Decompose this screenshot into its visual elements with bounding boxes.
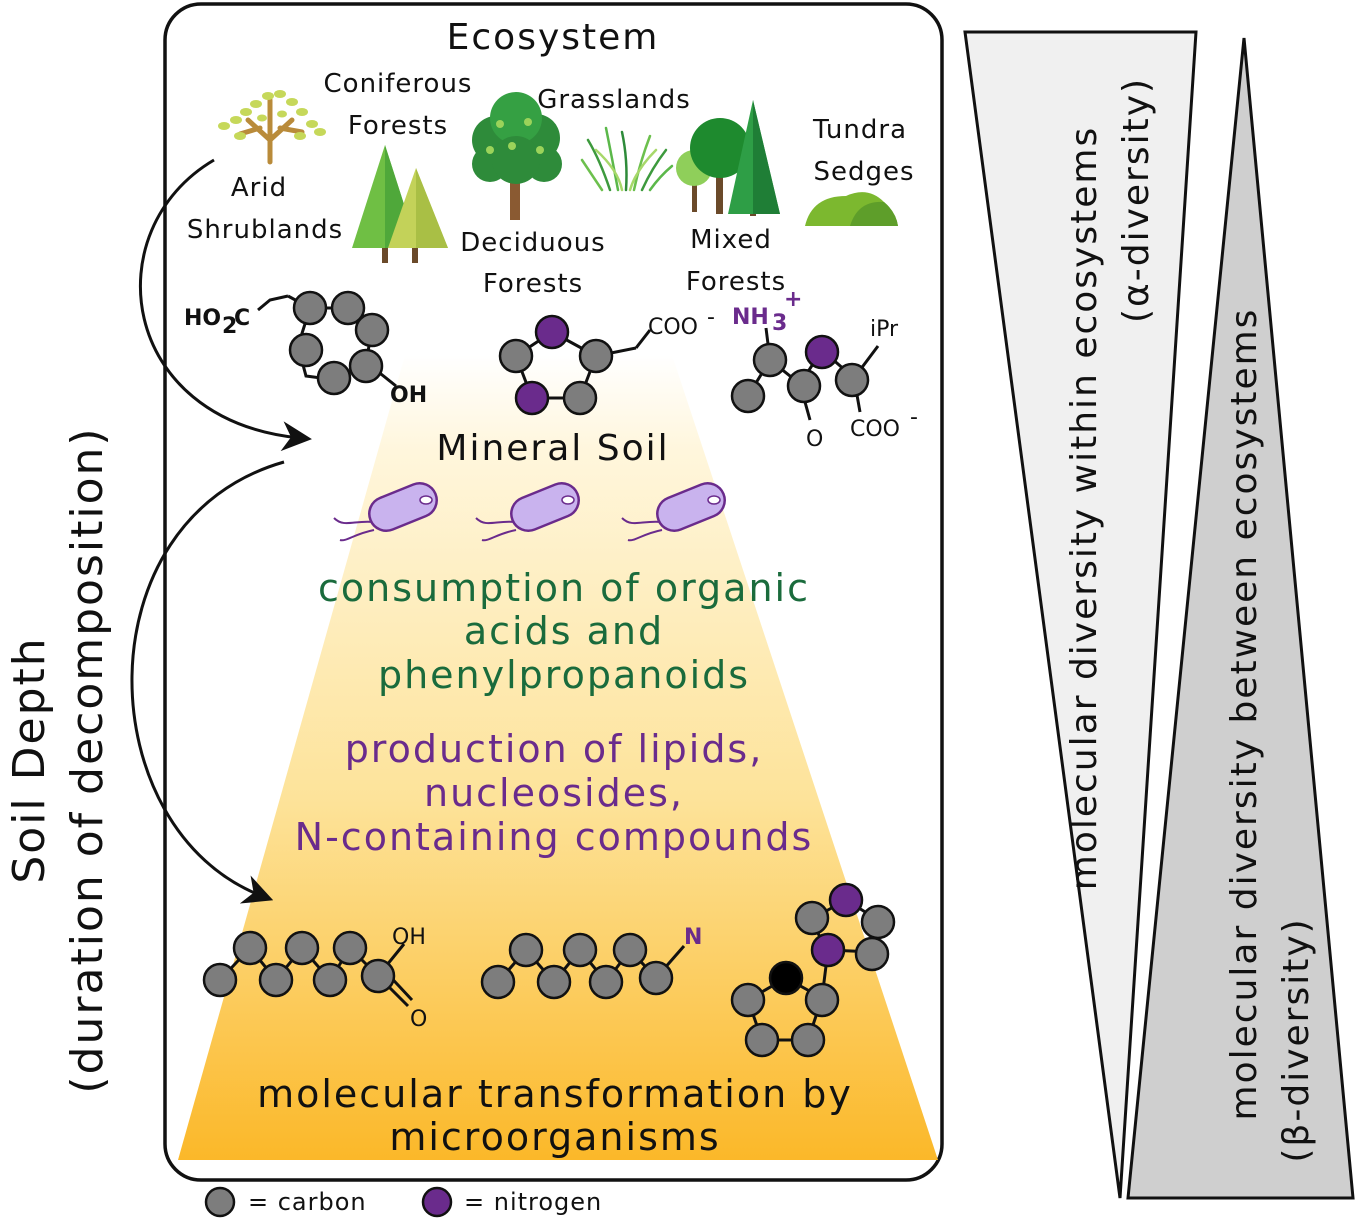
soil-depth-label: Soil Depth	[4, 636, 55, 883]
chem-coo-1-sup: -	[707, 305, 715, 330]
deciduous-tree-icon	[472, 92, 562, 220]
molecule-nucleoside	[730, 882, 896, 1058]
arrow-to-deep-soil	[130, 460, 285, 904]
bacterium-icon-1	[333, 482, 438, 542]
label-mixed-1: Mixed	[690, 225, 772, 255]
chem-coo-1: COO	[648, 315, 698, 340]
transformation-line-2: microorganisms	[389, 1115, 720, 1159]
chem-n-1: N	[684, 925, 702, 950]
molecule-amine: N	[480, 925, 702, 1000]
label-arid-2: Shrublands	[187, 215, 343, 245]
beta-diversity-triangle	[1126, 37, 1355, 1200]
production-line-1: production of lipids,	[345, 727, 764, 771]
molecule-fatty-acid: OH O	[202, 925, 427, 1032]
ecosystem-box	[163, 2, 944, 1182]
chem-o-2: O	[410, 1007, 427, 1032]
alpha-diversity-sublabel: (α-diversity)	[1116, 77, 1157, 323]
chem-oh-1: OH	[390, 383, 427, 408]
grass-icon	[580, 126, 674, 192]
molecule-amino-acid: NH 3 + iPr O COO -	[730, 287, 918, 452]
mineral-soil-label: Mineral Soil	[436, 428, 669, 469]
chem-nh3-sup: +	[784, 287, 802, 312]
chem-nh3: NH	[732, 305, 769, 330]
chem-coo-2: COO	[850, 417, 900, 442]
label-coniferous-1: Coniferous	[324, 69, 473, 99]
chem-o-1: O	[806, 427, 823, 452]
shrub-icon	[218, 90, 326, 165]
label-coniferous-2: Forests	[348, 111, 448, 141]
tundra-sedge-icon	[805, 192, 898, 226]
beta-diversity-sublabel: (β-diversity)	[1276, 917, 1317, 1162]
soil-depth-sublabel: (duration of decomposition)	[62, 426, 113, 1093]
chem-oh-2: OH	[392, 925, 426, 950]
legend-nitrogen-label: = nitrogen	[464, 1188, 602, 1216]
legend-carbon-label: = carbon	[248, 1188, 367, 1216]
molecule-imidazole: COO -	[498, 305, 715, 416]
bacterium-icon-2	[475, 482, 580, 542]
chem-coo-2-sup: -	[910, 405, 918, 430]
label-deciduous-2: Forests	[483, 269, 583, 299]
production-line-3: N-containing compounds	[295, 815, 814, 859]
transformation-line-1: molecular transformation by	[257, 1072, 853, 1116]
chem-ho2c-sub: 2	[222, 314, 237, 339]
consumption-line-3: phenylpropanoids	[378, 653, 750, 697]
legend-nitrogen-swatch	[421, 1186, 453, 1218]
molecule-phenylpropanoid: HO 2 C OH	[184, 290, 427, 408]
alpha-diversity-label: molecular diversity within ecosystems	[1064, 126, 1105, 890]
label-tundra-2: Sedges	[813, 157, 914, 187]
label-deciduous-1: Deciduous	[460, 228, 605, 258]
consumption-line-2: acids and	[464, 609, 664, 653]
beta-diversity-label: molecular diversity between ecosystems	[1224, 308, 1265, 1121]
chem-ho2c: HO	[184, 306, 221, 331]
alpha-diversity-triangle	[963, 30, 1198, 1199]
production-line-2: nucleosides,	[424, 771, 684, 815]
legend: = carbon = nitrogen	[204, 1186, 602, 1218]
label-arid-1: Arid	[231, 173, 287, 203]
mixed-forest-icon	[676, 100, 780, 216]
soil-trapezoid	[178, 355, 938, 1160]
arrow-to-mineral-soil	[139, 158, 312, 452]
chem-nh3-sub: 3	[772, 311, 787, 336]
label-grasslands: Grasslands	[537, 85, 691, 115]
chem-ipr: iPr	[870, 317, 899, 342]
bacterium-icon-3	[621, 482, 726, 542]
ecosystem-title: Ecosystem	[447, 17, 660, 58]
coniferous-tree-icon	[352, 145, 448, 263]
consumption-line-1: consumption of organic	[318, 566, 810, 610]
label-mixed-2: Forests	[686, 267, 786, 297]
chem-ho2c-c: C	[234, 306, 250, 331]
label-tundra-1: Tundra	[812, 115, 907, 145]
legend-carbon-swatch	[204, 1186, 236, 1218]
